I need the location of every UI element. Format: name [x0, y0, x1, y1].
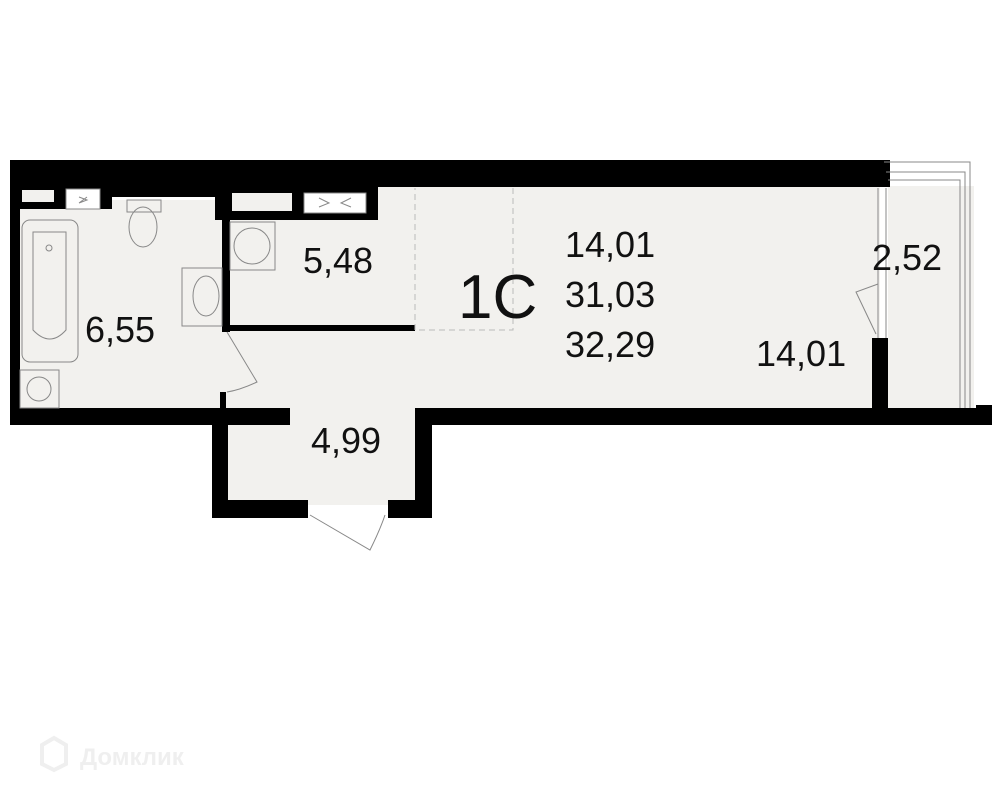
bathroom-floor [20, 200, 225, 410]
apartment-type: 1С [458, 263, 537, 332]
floors [20, 186, 974, 505]
toilet [128, 206, 158, 248]
fixtures [19, 188, 879, 551]
main-room-floor [375, 186, 880, 410]
room-area-bathroom: 6,55 [85, 309, 155, 350]
windows [22, 161, 971, 408]
room-area-balcony: 2,52 [872, 237, 942, 278]
sink [181, 267, 223, 327]
room-area-hallway: 4,99 [311, 420, 381, 461]
watermark-text: Домклик [80, 744, 185, 771]
living-area: 14,01 [565, 224, 655, 265]
room-area-kitchen: 5,48 [303, 240, 373, 281]
domclick-logo-watermark: Домклик [40, 735, 185, 773]
bathtub [21, 219, 79, 363]
room-area-living: 14,01 [756, 333, 846, 374]
total-area-with-balcony: 32,29 [565, 324, 655, 365]
kitchen-sink [229, 221, 276, 271]
washing-machine [19, 369, 60, 409]
total-area: 31,03 [565, 274, 655, 315]
bathroom-door [226, 331, 258, 393]
balcony-door [855, 283, 879, 335]
balcony-floor [888, 186, 974, 408]
entrance-door [309, 514, 386, 551]
